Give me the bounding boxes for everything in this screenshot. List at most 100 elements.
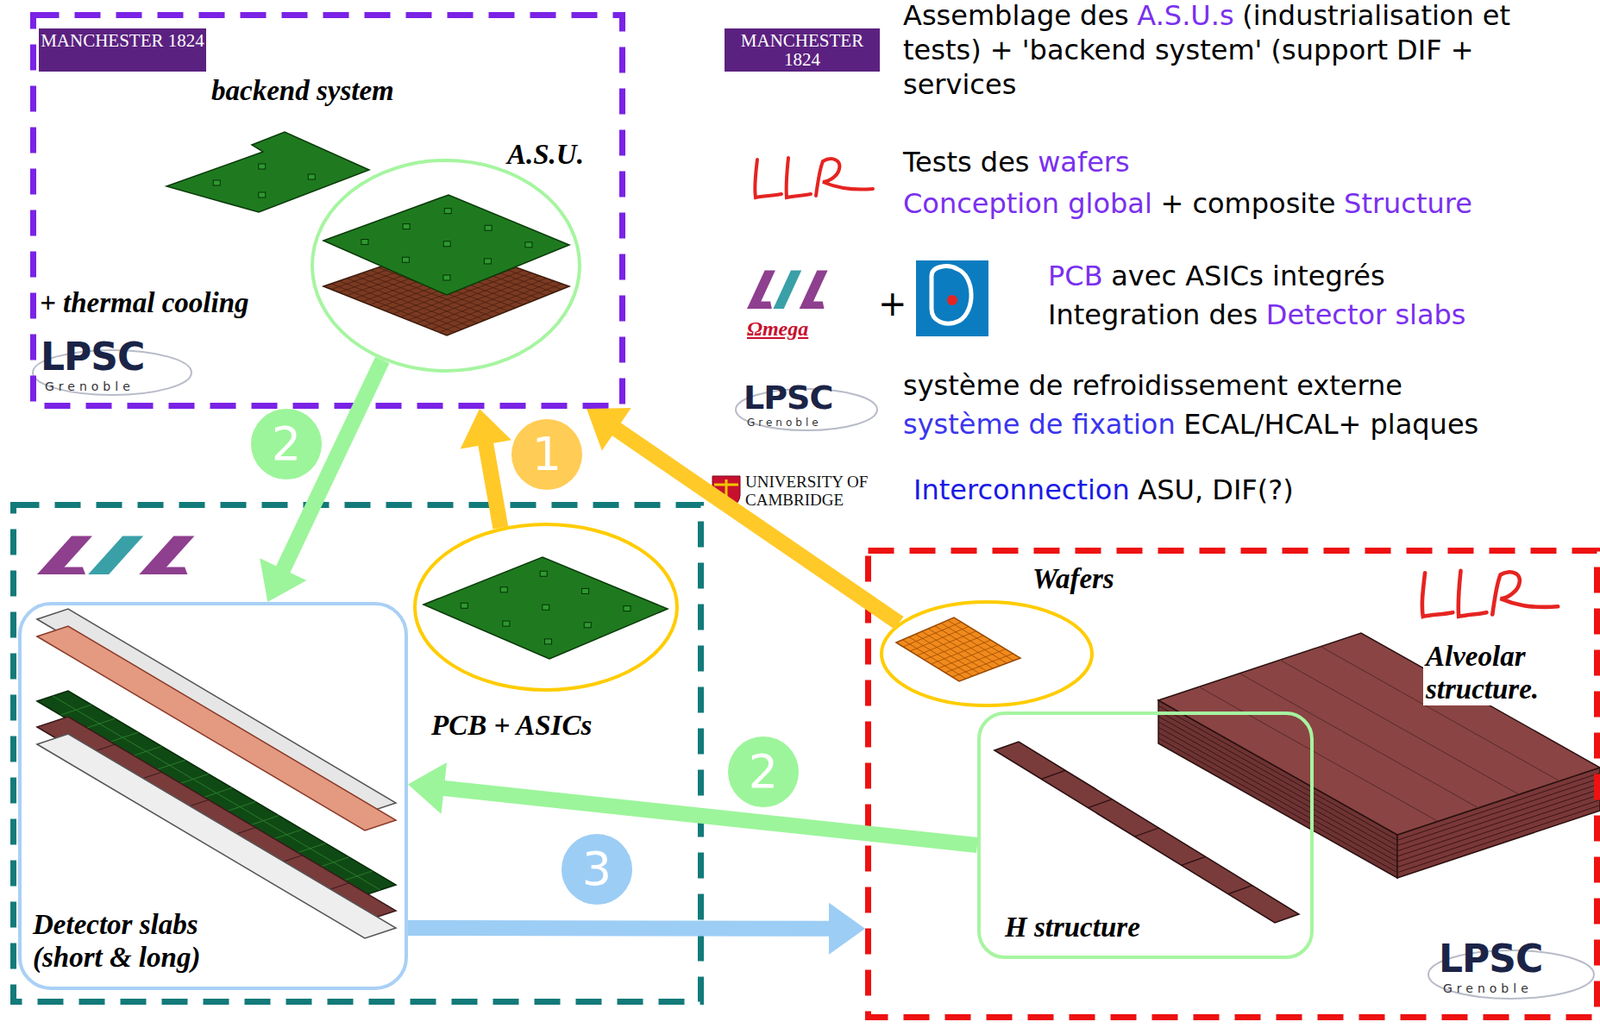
description-line: PCBavec ASICs integrés: [1047, 258, 1594, 294]
cambridge-crest: [714, 479, 739, 508]
arrow-head: [828, 903, 866, 955]
component-box: H structure: [977, 711, 1314, 960]
logo-shape: [799, 270, 829, 309]
asic-chip: [213, 180, 220, 186]
description-line: Conception global+ compositeStructure: [903, 186, 1594, 221]
grid-line: [947, 620, 1015, 661]
description-line: système de fixationECAL/HCAL+ plaques: [903, 407, 1594, 442]
h-structure-strip: [994, 741, 1299, 923]
box-outline: [978, 713, 1312, 958]
grid-line: [294, 843, 327, 854]
part-label: Alveolar structure.: [1423, 640, 1577, 706]
callout-number: 2: [250, 408, 322, 480]
logo-text: Grenoble: [1443, 981, 1533, 996]
ellipse-outline: [414, 524, 678, 691]
highlight-ellipse: PCB + ASICs: [413, 522, 679, 692]
arrow-head: [586, 407, 632, 451]
highlight-ellipse: A.S.U.: [310, 158, 582, 373]
asu-board: [323, 194, 570, 295]
grid-line: [200, 788, 233, 799]
asic-chip: [460, 602, 468, 609]
node-outline: [310, 158, 582, 373]
asic-chip: [623, 606, 631, 612]
wafer: [896, 617, 1021, 682]
node-outline: [879, 600, 1094, 708]
layer-line: [1158, 733, 1600, 868]
pcb-board: [423, 557, 668, 659]
logo-text: Grenoble: [746, 416, 822, 429]
cambridge-crest: [712, 476, 741, 511]
description-text: Conception global: [903, 187, 1153, 220]
description-text: ASU, DIF(?): [1137, 473, 1293, 507]
grid-line: [916, 631, 976, 656]
part-label: H structure: [1004, 910, 1141, 944]
logo-shape: [87, 536, 144, 575]
description-line: système de refroidissement externe: [903, 368, 1594, 403]
slab-layer: [37, 690, 396, 896]
group-box: Wafers H structureLPSCGrenoble: [865, 547, 1600, 1021]
asic-chip: [443, 275, 451, 281]
description-text: système de refroidissement externe: [903, 369, 1403, 402]
arrow-shaft: [442, 788, 978, 846]
note: +: [878, 284, 908, 323]
grid-line: [1135, 828, 1160, 837]
cac-logo: [746, 270, 828, 309]
arrow-head: [460, 408, 512, 450]
asic-chip: [525, 242, 533, 248]
grid-line: [270, 829, 302, 841]
flow-arrow: [407, 903, 866, 955]
description-line: Assemblage desA.S.U.s(industrialisation …: [903, 0, 1594, 102]
logo-text: MANCHESTER 1824: [724, 28, 880, 72]
asic-chip: [539, 570, 547, 577]
grid-line: [131, 746, 163, 757]
layer-line: [1158, 738, 1600, 873]
asic-chip: [483, 258, 491, 264]
part-label: A.S.U.: [507, 138, 584, 171]
box-outline: [19, 603, 407, 989]
flow-arrow: [259, 359, 383, 603]
description-text: + composite: [1160, 187, 1336, 220]
grid-line: [106, 732, 139, 743]
flow-arrow: [460, 408, 512, 528]
description-text: avec ASICs integrés: [1110, 259, 1385, 293]
grid-line: [903, 621, 961, 647]
grid-line: [928, 628, 993, 669]
description-text: Detector slabs: [1266, 298, 1467, 332]
logo-shape: [37, 567, 86, 575]
logo-shape: [772, 270, 802, 309]
asic-chip: [401, 257, 409, 263]
asic-chip: [545, 639, 553, 645]
description-text: ECAL/HCAL+ plaques: [1183, 407, 1479, 441]
asic-chip: [307, 174, 315, 180]
grid-line: [83, 718, 115, 729]
arrow-head: [407, 762, 447, 815]
grid-line: [318, 857, 350, 868]
description-text: A.S.U.s: [1136, 0, 1234, 32]
layer-line: [1158, 711, 1600, 847]
lpnhe-logo: [947, 294, 958, 306]
grid-line: [938, 644, 999, 669]
grid-line: [1228, 885, 1253, 895]
grid-line: [952, 653, 1014, 678]
grid-line: [941, 622, 1007, 664]
logo-shape: [138, 536, 195, 575]
lpnhe-logo: [931, 266, 972, 324]
grid-line: [177, 773, 209, 785]
grid-line: [909, 626, 969, 652]
component-box: Detector slabs (short & long): [18, 602, 408, 991]
description-text: Tests des: [903, 145, 1030, 179]
arrow-head: [259, 558, 307, 603]
logo-text: LPSC: [1438, 938, 1543, 980]
lpnhe-logo: [916, 260, 989, 337]
logo-shape: [746, 301, 772, 309]
grid-line: [1181, 856, 1206, 866]
logo-text: LPSC: [743, 379, 833, 416]
grid-line: [1041, 770, 1066, 779]
highlight-ellipse: Wafers: [879, 600, 1094, 708]
layer-line: [1158, 705, 1600, 841]
part-label: backend system: [211, 74, 395, 107]
alveolar-top: [1158, 633, 1600, 835]
grid-line: [52, 696, 381, 891]
